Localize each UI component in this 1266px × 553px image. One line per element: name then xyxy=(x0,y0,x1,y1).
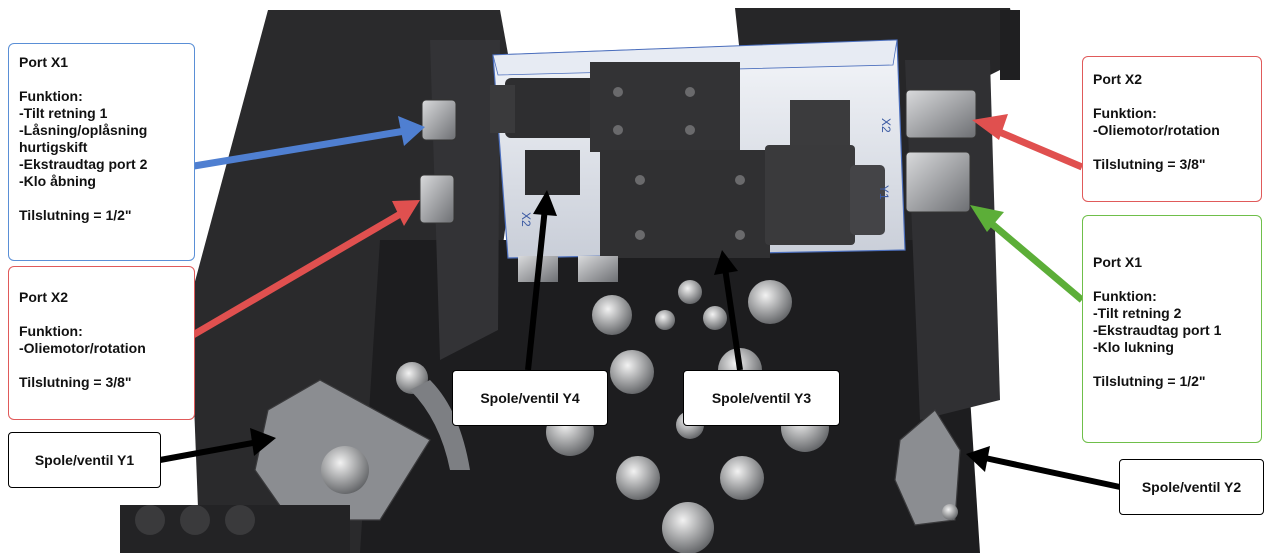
callout-line: -Tilt retning 1 xyxy=(19,105,108,121)
callout-line: Tilslutning = 1/2" xyxy=(19,207,132,223)
label-spole-ventil-y1: Spole/ventil Y1 xyxy=(8,432,161,488)
callout-line xyxy=(19,71,184,88)
callout-line: -Oliemotor/rotation xyxy=(19,340,146,356)
callout-line: -Låsning/oplåsning xyxy=(19,122,148,138)
callout-line: Funktion: xyxy=(1093,288,1157,304)
callout-line xyxy=(19,357,184,374)
label-spole-ventil-y4: Spole/ventil Y4 xyxy=(452,370,608,426)
callout-line: -Ekstraudtag port 1 xyxy=(1093,322,1222,338)
callout-line: Port X2 xyxy=(19,289,69,305)
callout-line: -Klo lukning xyxy=(1093,339,1174,355)
arrow-right-x2 xyxy=(988,124,1084,171)
callout-line: -Tilt retning 2 xyxy=(1093,305,1182,321)
arrow-left-x2 xyxy=(191,209,404,339)
callout-line xyxy=(1093,356,1251,373)
arrow-left-x1 xyxy=(193,127,406,170)
callout-line: Port X1 xyxy=(1093,254,1143,270)
arrow-left-x2-head xyxy=(392,200,420,226)
arrow-y4-head xyxy=(533,190,557,216)
callout-line xyxy=(1093,88,1251,105)
arrow-y4 xyxy=(525,207,548,371)
arrow-right-x1-head xyxy=(970,205,1004,232)
block-marking-x2-left: X2 xyxy=(519,212,533,227)
callout-line xyxy=(1093,139,1251,156)
block-marking-y1: Y1 xyxy=(877,185,891,200)
callout-line: -Klo åbning xyxy=(19,173,96,189)
label-spole-ventil-y3: Spole/ventil Y3 xyxy=(683,370,840,426)
arrow-right-x2-head xyxy=(972,114,1008,140)
arrow-y2 xyxy=(984,455,1121,490)
callout-line: -Ekstraudtag port 2 xyxy=(19,156,148,172)
callout-line: Port X1 xyxy=(19,54,69,70)
block-marking-x2-right: X2 xyxy=(879,118,893,133)
callout-port-x1-left: Port X1 Funktion:-Tilt retning 1-Låsning/… xyxy=(8,43,195,261)
arrow-y1-head xyxy=(250,428,276,456)
solenoid-y2-body xyxy=(894,409,961,526)
arrow-y3 xyxy=(722,267,743,371)
arrow-right-x1 xyxy=(982,215,1085,303)
callout-line: Tilslutning = 1/2" xyxy=(1093,373,1206,389)
callout-line: Funktion: xyxy=(19,323,83,339)
port-fittings xyxy=(419,89,977,282)
callout-line: Port X2 xyxy=(1093,71,1143,87)
pointer-arrows xyxy=(159,114,1121,490)
callout-line: hurtigskift xyxy=(19,139,88,155)
arrow-y1 xyxy=(159,439,259,463)
callout-line: Funktion: xyxy=(1093,105,1157,121)
callout-line: Funktion: xyxy=(19,88,83,104)
arrow-left-x1-head xyxy=(398,116,425,146)
callout-port-x1-right: Port X1 Funktion:-Tilt retning 2-Ekstraud… xyxy=(1082,215,1262,443)
arrow-y2-head xyxy=(966,446,990,472)
label-spole-ventil-y2: Spole/ventil Y2 xyxy=(1119,459,1264,515)
callout-line xyxy=(19,190,184,207)
callout-line: -Oliemotor/rotation xyxy=(1093,122,1220,138)
arrow-y3-head xyxy=(714,250,738,275)
callout-line xyxy=(19,306,184,323)
valve-block: X2 X2 Y1 xyxy=(490,39,906,259)
callout-line: Tilslutning = 3/8" xyxy=(1093,156,1206,172)
solenoid-y1-body xyxy=(120,379,470,553)
callout-line: Tilslutning = 3/8" xyxy=(19,374,132,390)
callout-line xyxy=(1093,271,1251,288)
